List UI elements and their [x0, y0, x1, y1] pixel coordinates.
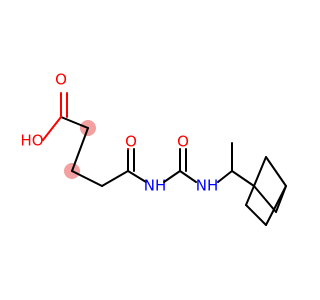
molecule-structure: O HO O NH O NH: [20, 71, 287, 226]
bond-ring-5: [245, 185, 255, 206]
bond-n-ch: [217, 170, 233, 183]
bond-ring-2: [265, 156, 287, 187]
bond-n-urea-c: [163, 170, 181, 183]
molecule-canvas: O HO O NH O NH: [20, 70, 287, 226]
amide-oxygen-label: O: [125, 133, 137, 151]
acid-oxygen-label: O: [55, 71, 67, 89]
amine-nitrogen-label: NH: [196, 177, 219, 195]
bond-chain-c2-c3: [71, 127, 89, 172]
bond-ring-1: [253, 156, 267, 187]
hydroxyl-label: HO: [20, 132, 43, 150]
imide-nitrogen-label: NH: [144, 177, 167, 195]
bond-ch-ring: [231, 170, 255, 187]
bond-amide-c-n: [127, 170, 147, 183]
bond-ring-bridge-b: [275, 185, 287, 213]
bond-ring-4: [245, 204, 267, 226]
bond-urea-c-n: [179, 170, 197, 183]
bond-chain-c3-c4: [71, 170, 103, 187]
bond-carboxyl-c2: [60, 116, 89, 129]
urea-oxygen-label: O: [177, 133, 189, 151]
bond-carboxyl-oh: [42, 116, 62, 141]
bond-ring-bridge-a: [253, 185, 277, 213]
bond-chain-c4-c5: [101, 170, 129, 187]
